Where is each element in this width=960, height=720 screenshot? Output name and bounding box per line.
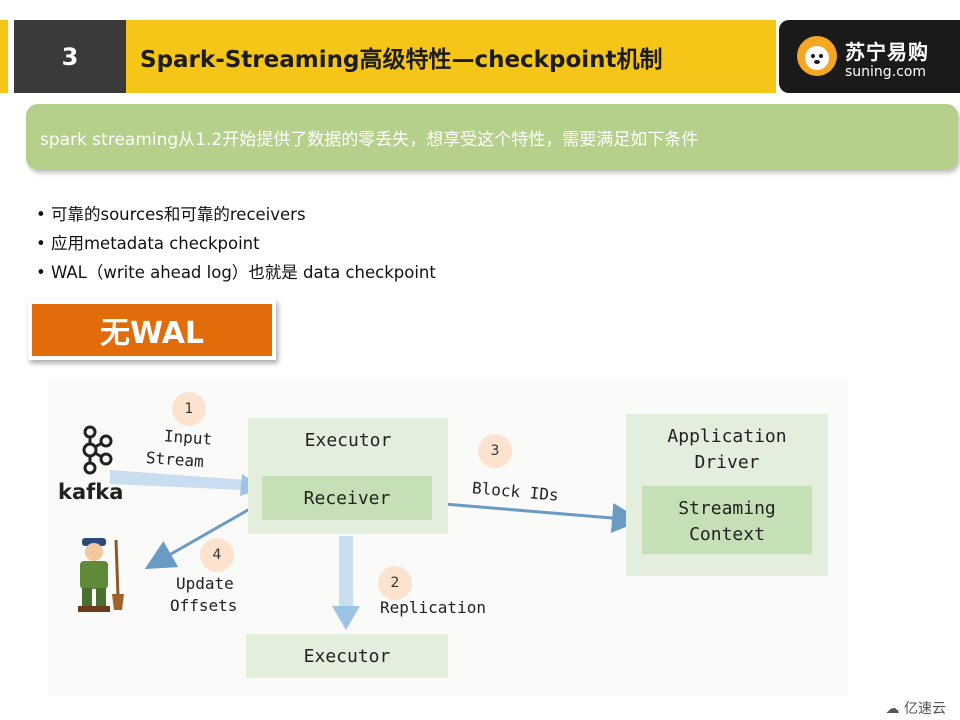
section-number: 3 <box>14 20 126 93</box>
logo-text-cn: 苏宁易购 <box>845 40 929 64</box>
replication-arrow <box>339 536 353 608</box>
header-accent-strip <box>0 20 8 93</box>
receiver-label: Receiver <box>303 488 391 509</box>
streaming-context-line1: Streaming <box>678 498 776 519</box>
block-ids-arrow <box>431 501 642 533</box>
step-2-label: Replication <box>380 598 486 617</box>
no-wal-label-text: 无WAL <box>32 304 272 356</box>
requirements-list: 可靠的sources和可靠的receivers 应用metadata check… <box>36 200 436 287</box>
step-4-label-line2: Offsets <box>170 596 238 615</box>
brand-logo: 苏宁易购 suning.com <box>779 20 960 93</box>
executor-label-top: Executor <box>304 430 392 451</box>
watermark-text: 亿速云 <box>904 701 946 717</box>
kafka-logo-icon <box>82 425 113 475</box>
streaming-context-box <box>642 486 812 554</box>
executor-box-bottom <box>246 634 448 678</box>
update-offsets-arrow <box>144 500 263 569</box>
driver-label-line2: Driver <box>694 452 760 473</box>
replication-arrowhead <box>332 606 360 630</box>
page-title: Spark-Streaming高级特性—checkpoint机制 <box>126 20 776 93</box>
list-item: WAL（write ahead log）也就是 data checkpoint <box>36 258 436 287</box>
step-3-badge: 3 <box>478 434 512 468</box>
no-wal-label: 无WAL <box>28 300 276 360</box>
step-1-badge: 1 <box>172 392 206 426</box>
cloud-icon: ☁ <box>885 701 904 717</box>
streaming-context-line2: Context <box>689 524 765 545</box>
step-4-label-line1: Update <box>176 574 234 593</box>
lion-mascot-icon <box>797 36 837 76</box>
kafka-label: kafka <box>58 480 124 504</box>
step-2-badge: 2 <box>378 566 412 600</box>
logo-text-en: suning.com <box>845 64 927 80</box>
executor-label-bottom: Executor <box>303 646 391 667</box>
step-1-label-line1: Input <box>163 426 213 449</box>
watermark: ☁ 亿速云 <box>886 698 946 718</box>
worker-figure-icon <box>78 538 124 612</box>
driver-label-line1: Application <box>667 426 787 447</box>
diagram-arrows <box>110 470 642 630</box>
list-item: 可靠的sources和可靠的receivers <box>36 200 436 229</box>
input-stream-arrow <box>110 470 246 490</box>
receiver-box <box>262 476 432 520</box>
list-item: 应用metadata checkpoint <box>36 229 436 258</box>
architecture-diagram: Executor Receiver Executor Application D… <box>48 378 848 696</box>
subtitle-banner: spark streaming从1.2开始提供了数据的零丢失，想享受这个特性，需… <box>26 104 958 170</box>
step-4-badge: 4 <box>200 538 234 572</box>
step-1-label-line2: Stream <box>145 448 205 471</box>
